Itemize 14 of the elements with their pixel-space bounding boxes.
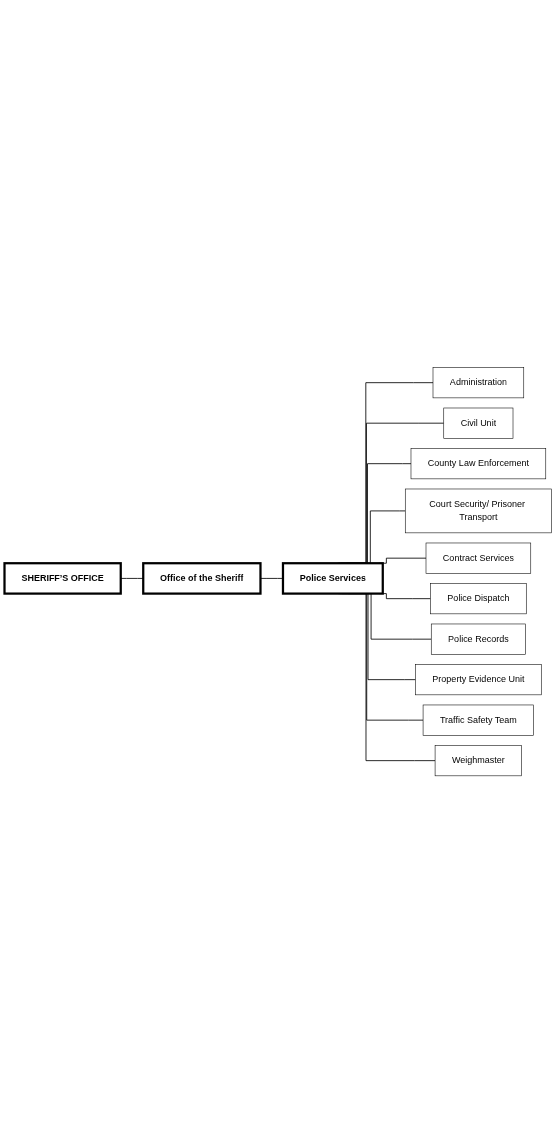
node-box: Police Services <box>281 562 384 596</box>
node-box: Contract Services <box>425 543 532 574</box>
node-box: Civil Unit <box>443 408 514 439</box>
node-box: SHERIFF’S OFFICE <box>3 562 122 596</box>
node-box: Police Records <box>430 624 526 655</box>
node-box: Traffic Safety Team <box>422 705 534 736</box>
node-box: Administration <box>432 367 525 399</box>
node-box: Office of the Sheriff <box>142 562 262 596</box>
node-box: County Law Enforcement <box>410 448 547 480</box>
node-box: Weighmaster <box>434 745 522 777</box>
connector <box>120 578 144 580</box>
node-box: Court Security/ Prisoner Transport <box>405 489 552 534</box>
node-box: Police Dispatch <box>430 583 527 615</box>
node-box: Property Evidence Unit <box>415 664 542 696</box>
